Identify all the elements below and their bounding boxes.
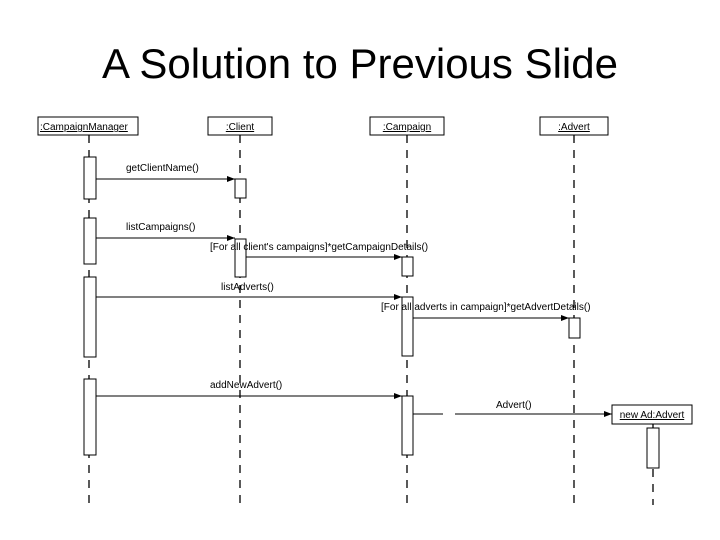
message-label-get-advert-details: [For all adverts in campaign]*getAdvertD… xyxy=(381,302,591,313)
message-label-list-campaigns: listCampaigns() xyxy=(126,222,195,233)
slide-title: A Solution to Previous Slide xyxy=(102,40,618,87)
object-new-ad-label: new Ad:Advert xyxy=(620,410,685,421)
activation-client-2 xyxy=(234,238,247,278)
object-client-label: :Client xyxy=(226,122,255,133)
object-campaign: :Campaign xyxy=(369,116,445,136)
activation-campaign-manager-3 xyxy=(83,276,97,358)
message-label-add-new-advert: addNewAdvert() xyxy=(210,380,282,391)
message-label-create-advert: Advert() xyxy=(496,400,532,411)
message-label-list-adverts: listAdverts() xyxy=(221,282,274,293)
object-advert: :Advert xyxy=(539,116,609,136)
activation-advert-1 xyxy=(568,317,581,339)
message-label-get-campaign-details: [For all client's campaigns]*getCampaign… xyxy=(210,242,428,253)
message-label-get-client-name: getClientName() xyxy=(126,163,199,174)
object-campaign-label: :Campaign xyxy=(383,122,431,133)
object-advert-label: :Advert xyxy=(558,122,590,133)
object-client: :Client xyxy=(207,116,273,136)
activation-campaign-2 xyxy=(401,296,414,357)
activation-campaign-manager-2 xyxy=(83,217,97,265)
activation-campaign-3 xyxy=(401,395,414,456)
activation-campaign-1 xyxy=(401,256,414,277)
object-campaign-manager-label: :CampaignManager xyxy=(40,122,128,133)
activation-campaign-manager-1 xyxy=(83,156,97,200)
object-campaign-manager: :CampaignManager xyxy=(37,116,139,136)
object-new-ad: new Ad:Advert xyxy=(611,404,693,425)
activation-new-ad-1 xyxy=(646,427,660,469)
activation-client-1 xyxy=(234,178,247,199)
activation-campaign-manager-4 xyxy=(83,378,97,456)
